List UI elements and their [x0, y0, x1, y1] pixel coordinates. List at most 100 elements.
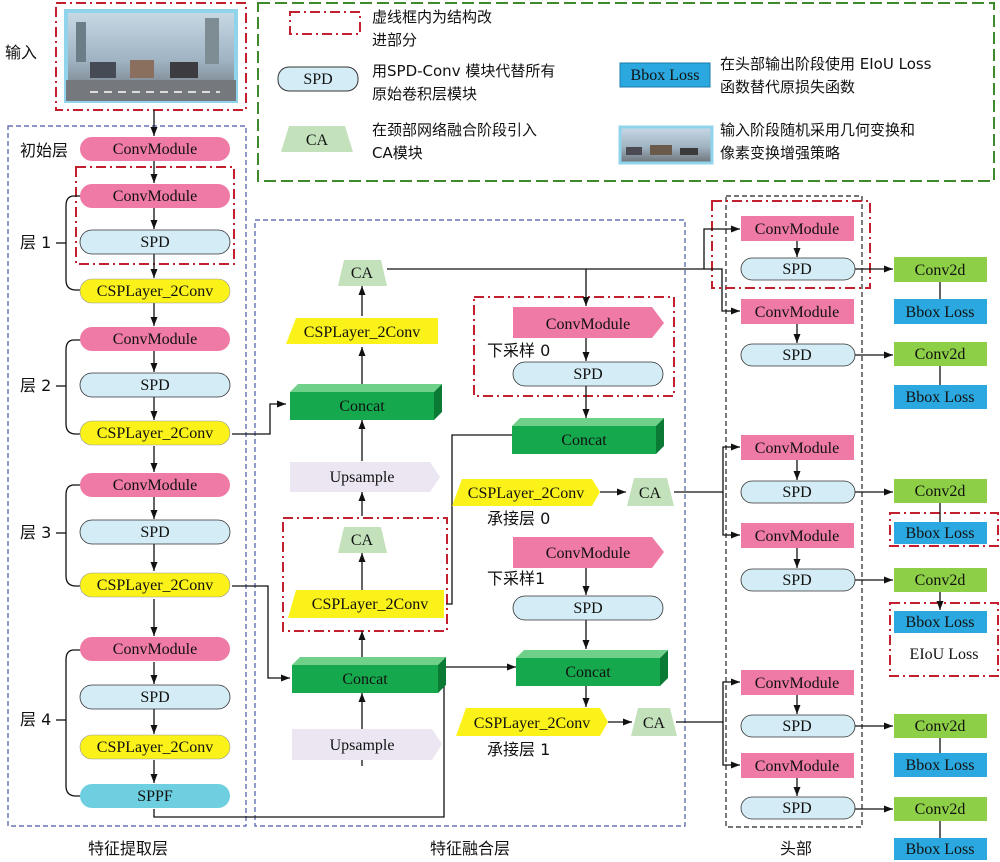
svg-text:CA: CA [351, 265, 374, 282]
neck-concat-top: Concat [290, 384, 442, 420]
downsample0-improved-frame [473, 296, 675, 397]
neck-upsample-top: Upsample [290, 462, 440, 492]
head-spd-1: SPD [740, 257, 856, 281]
head-conv-module-4: ConvModule [741, 523, 854, 548]
svg-text:Conv2d: Conv2d [915, 483, 966, 500]
svg-text:CSPLayer_2Conv: CSPLayer_2Conv [312, 596, 428, 613]
eiou-improved-frame [889, 602, 999, 677]
svg-text:SPD: SPD [782, 800, 811, 817]
neck-ca-connect1: CA [631, 708, 677, 736]
neck-conv-module-ds0: ConvModule [513, 307, 664, 338]
legend: 虚线框内为结构改 进部分 SPD 用SPD-Conv 模块代替所有 原始卷积层模… [257, 2, 995, 182]
backbone-csp-2: CSPLayer_2Conv [79, 420, 231, 446]
svg-text:Bbox Loss: Bbox Loss [906, 841, 975, 858]
section-neck-title: 特征融合层 [430, 839, 510, 858]
backbone-csp-3: CSPLayer_2Conv [79, 572, 231, 598]
svg-text:ConvModule: ConvModule [113, 331, 197, 348]
head-spd-6: SPD [740, 796, 856, 820]
svg-text:CSPLayer_2Conv: CSPLayer_2Conv [97, 425, 213, 442]
downsample0-label: 下采样 0 [487, 341, 550, 360]
svg-text:SPD: SPD [782, 261, 811, 278]
neck-ca-top: CA [338, 260, 387, 286]
output-bbox-5: Bbox Loss [894, 753, 987, 777]
backbone-conv-module-2: ConvModule [80, 327, 230, 351]
eiou-loss-label: EIoU Loss [910, 646, 979, 663]
input-improved-frame [55, 2, 247, 111]
backbone-csp-4: CSPLayer_2Conv [79, 734, 231, 760]
layer1-label: 层 1 [20, 233, 51, 252]
section-backbone-title: 特征提取层 [88, 839, 168, 858]
layer2-label: 层 2 [20, 376, 51, 395]
output-bbox-2: Bbox Loss [894, 385, 987, 409]
svg-text:CA: CA [351, 532, 374, 549]
neck-csp-top: CSPLayer_2Conv [286, 318, 438, 344]
neck-csp-connect1: CSPLayer_2Conv [456, 708, 608, 736]
svg-text:SPD: SPD [782, 718, 811, 735]
svg-text:ConvModule: ConvModule [755, 440, 839, 457]
neck-upsample-bottom: Upsample [292, 729, 442, 760]
input-label: 输入 [5, 43, 37, 62]
svg-text:Bbox Loss: Bbox Loss [906, 614, 975, 631]
output-conv2d-4: Conv2d [894, 568, 987, 592]
svg-text:Conv2d: Conv2d [915, 262, 966, 279]
neck-ca-mid: CA [338, 527, 387, 553]
connect1-label: 承接层 1 [487, 740, 550, 759]
svg-text:SPD: SPD [140, 234, 169, 251]
neck-frame [254, 219, 686, 827]
svg-text:SPD: SPD [140, 377, 169, 394]
head-improved-frame [711, 200, 871, 289]
head-conv-module-5: ConvModule [741, 670, 854, 695]
layer1-improved-frame [75, 166, 235, 265]
head-spd-4: SPD [740, 568, 856, 592]
legend-aug-text-1: 输入阶段随机采用几何变换和 [720, 121, 915, 139]
legend-ca-text-2: CA模块 [372, 144, 423, 162]
neck-ca-connect0: CA [627, 478, 674, 506]
head-conv-module-1: ConvModule [741, 216, 854, 241]
bbox-improved-frame [889, 512, 999, 547]
svg-text:CSPLayer_2Conv: CSPLayer_2Conv [304, 324, 420, 341]
backbone-csp-1: CSPLayer_2Conv [79, 278, 231, 304]
layer4-label: 层 4 [20, 710, 51, 729]
svg-text:SPD: SPD [573, 600, 602, 617]
svg-text:SPD: SPD [782, 347, 811, 364]
output-bbox-3: Bbox Loss [894, 522, 987, 544]
init-layer-label: 初始层 [20, 141, 68, 160]
output-conv2d-6: Conv2d [894, 797, 987, 821]
backbone-spd-1: SPD [79, 229, 231, 255]
neck-concat-right-top: Concat [512, 418, 664, 454]
backbone-frame [7, 125, 247, 827]
legend-spd-key [277, 66, 359, 92]
legend-ca-key [281, 126, 353, 152]
output-conv2d-3: Conv2d [894, 479, 987, 503]
svg-text:SPPF: SPPF [137, 788, 173, 805]
legend-bbox-text-2: 函数替代原损失函数 [720, 78, 855, 96]
svg-text:SPD: SPD [140, 689, 169, 706]
legend-ca-text-1: 在颈部网络融合阶段引入 [372, 121, 537, 139]
svg-text:SPD: SPD [782, 484, 811, 501]
backbone-spd-4: SPD [79, 684, 231, 710]
svg-text:Bbox Loss: Bbox Loss [906, 389, 975, 406]
legend-spd-key-label: SPD [303, 71, 332, 88]
backbone-spd-3: SPD [79, 519, 231, 545]
output-conv2d-5: Conv2d [894, 714, 987, 738]
output-conv2d-2: Conv2d [894, 342, 987, 366]
svg-text:Upsample: Upsample [330, 737, 395, 754]
legend-dash-text-2: 进部分 [372, 31, 417, 49]
legend-bbox-key-label: Bbox Loss [631, 67, 700, 84]
svg-text:Upsample: Upsample [330, 469, 395, 486]
legend-bbox-text-1: 在头部输出阶段使用 EIoU Loss [720, 55, 932, 73]
svg-text:ConvModule: ConvModule [113, 188, 197, 205]
svg-text:Bbox Loss: Bbox Loss [906, 757, 975, 774]
section-head-title: 头部 [780, 839, 812, 858]
head-conv-module-3: ConvModule [741, 435, 854, 460]
backbone-conv-module-3: ConvModule [80, 473, 230, 497]
svg-text:ConvModule: ConvModule [755, 528, 839, 545]
svg-text:CSPLayer_2Conv: CSPLayer_2Conv [468, 485, 584, 502]
input-image [64, 9, 238, 103]
head-conv-module-2: ConvModule [741, 299, 854, 324]
svg-text:Concat: Concat [565, 664, 611, 681]
svg-text:CSPLayer_2Conv: CSPLayer_2Conv [474, 715, 590, 732]
svg-text:CSPLayer_2Conv: CSPLayer_2Conv [97, 283, 213, 300]
svg-text:ConvModule: ConvModule [755, 758, 839, 775]
legend-frame [257, 2, 995, 182]
